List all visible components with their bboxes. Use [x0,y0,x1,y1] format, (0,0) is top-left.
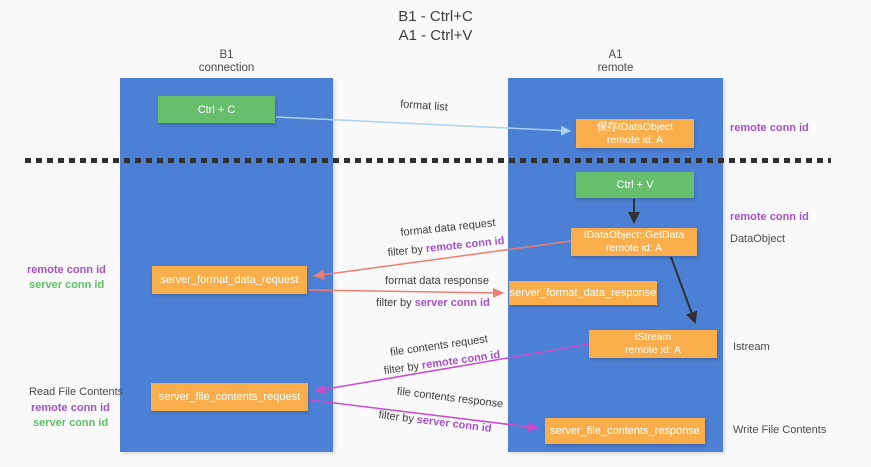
arrow-format-list [275,116,571,136]
label-istream: Istream [733,341,770,353]
node-server-format-data-response: server_format_data_response [509,281,657,305]
node-getdata-line1: IDataObject::GetData [583,229,685,241]
arrow-format-data-response [308,287,504,298]
label-server-conn-id-left-top: server conn id [29,279,105,291]
label-remote-conn-id-mid-right: remote conn id [730,211,809,223]
label-remote-conn-id-top-right: remote conn id [730,122,809,134]
label-server-conn-id-left-bottom: server conn id [33,417,109,429]
label-remote-conn-id-left-bottom: remote conn id [31,402,110,414]
label-dataobject: DataObject [730,233,786,245]
node-server-file-contents-response: server_file_contents_response [545,418,705,444]
node-ctrl-v: Ctrl + V [576,172,694,198]
edge-label-format-data-response: format data response [385,275,489,287]
node-server-file-contents-request: server_file_contents_request [151,383,308,411]
node-ctrl-c: Ctrl + C [158,96,275,123]
lifeline-header-b1: B1 connection [120,49,333,75]
node-server-format-data-request: server_format_data_request [152,266,307,294]
label-write-file-contents: Write File Contents [733,424,827,436]
node-istream-line1: IStream [634,331,672,343]
filter-key-server-conn-id: server conn id [414,297,490,309]
arrow-file-contents-request [314,343,590,395]
node-file-request-label: server_file_contents_request [158,391,301,403]
node-idataobject-getdata: IDataObject::GetData remote id: A [571,228,697,256]
node-save-idataobject-line2: remote id: A [606,133,664,146]
node-save-idataobject: 保存IDataObject remote id: A [576,119,694,148]
label-remote-conn-id-left-top: remote conn id [27,264,106,276]
lifeline-a1-name: A1 [608,49,623,61]
node-file-response-label: server_file_contents_response [550,425,700,437]
node-istream: IStream remote id: A [589,330,717,358]
filter-by-text: filter by [376,297,412,309]
node-save-idataobject-line1: 保存IDataObject [596,120,674,133]
lifeline-b1-name: B1 [219,49,234,61]
node-getdata-line2: remote id: A [605,242,663,254]
lifeline-a1-role: remote [597,62,634,74]
label-read-file-contents: Read File Contents [29,386,124,398]
node-ctrl-v-label: Ctrl + V [616,179,654,191]
phase-separator-dashed-line [25,158,831,163]
diagram-title: B1 - Ctrl+C A1 - Ctrl+V [0,7,871,45]
arrow-file-contents-response [309,399,539,432]
node-format-request-label: server_format_data_request [160,274,299,286]
arrow-getdata-to-istream [670,256,698,324]
title-line-2: A1 - Ctrl+V [398,27,473,44]
node-ctrl-c-label: Ctrl + C [197,103,236,116]
node-format-response-label: server_format_data_response [509,287,657,299]
lifeline-b1-role: connection [198,62,255,74]
lifeline-header-a1: A1 remote [508,49,723,75]
title-line-1: B1 - Ctrl+C [398,8,473,25]
arrow-format-data-request [313,240,572,280]
node-istream-line2: remote id: A [624,344,682,356]
